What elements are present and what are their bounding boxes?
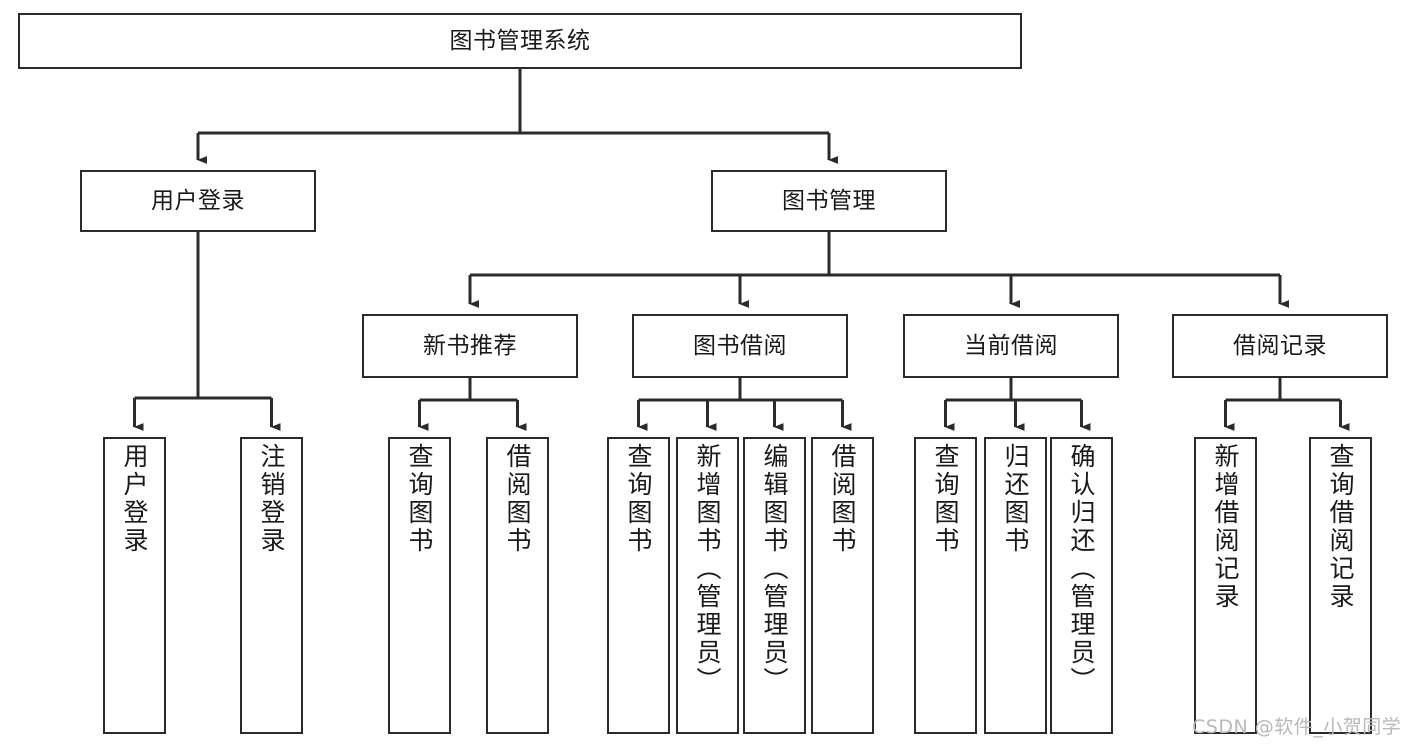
node-label: 新书推荐 xyxy=(423,332,517,359)
node-label: 编辑图书（管理员） xyxy=(760,443,789,695)
node-leaf-add-record[interactable]: 新增借阅记录 xyxy=(1194,437,1257,734)
csdn-watermark: CSDN @软件_小贺同学 xyxy=(1192,716,1402,738)
node-label: 确认归还（管理员） xyxy=(1067,443,1096,695)
node-borrow-record[interactable]: 借阅记录 xyxy=(1172,314,1388,378)
node-label: 当前借阅 xyxy=(964,332,1058,359)
node-leaf-add-book[interactable]: 新增图书（管理员） xyxy=(676,437,739,734)
node-root[interactable]: 图书管理系统 xyxy=(18,13,1022,69)
node-new-book-recommend[interactable]: 新书推荐 xyxy=(362,314,578,378)
node-label: 图书管理 xyxy=(782,187,876,214)
node-label: 归还图书 xyxy=(1001,443,1030,555)
node-label: 注销登录 xyxy=(257,443,286,555)
node-label: 图书管理系统 xyxy=(449,27,591,54)
node-label: 新增借阅记录 xyxy=(1211,443,1240,611)
node-label: 查询借阅记录 xyxy=(1326,443,1355,611)
node-leaf-user-login[interactable]: 用户登录 xyxy=(103,437,166,734)
node-label: 查询图书 xyxy=(931,443,960,555)
node-label: 借阅图书 xyxy=(828,443,857,555)
node-leaf-borrow-book-2[interactable]: 借阅图书 xyxy=(811,437,874,734)
node-book-manage[interactable]: 图书管理 xyxy=(711,170,947,232)
node-leaf-logout[interactable]: 注销登录 xyxy=(240,437,303,734)
node-user-login[interactable]: 用户登录 xyxy=(80,170,316,232)
node-leaf-confirm-return[interactable]: 确认归还（管理员） xyxy=(1050,437,1113,734)
node-leaf-query-book-3[interactable]: 查询图书 xyxy=(914,437,977,734)
node-label: 借阅记录 xyxy=(1233,332,1327,359)
node-label: 查询图书 xyxy=(624,443,653,555)
node-label: 借阅图书 xyxy=(503,443,532,555)
node-label: 图书借阅 xyxy=(693,332,787,359)
node-current-borrow[interactable]: 当前借阅 xyxy=(903,314,1119,378)
node-book-borrow[interactable]: 图书借阅 xyxy=(632,314,848,378)
node-leaf-return-book[interactable]: 归还图书 xyxy=(984,437,1047,734)
node-leaf-edit-book[interactable]: 编辑图书（管理员） xyxy=(743,437,806,734)
node-label: 用户登录 xyxy=(151,187,245,214)
node-label: 查询图书 xyxy=(405,443,434,555)
node-leaf-query-book-2[interactable]: 查询图书 xyxy=(607,437,670,734)
node-leaf-borrow-book-1[interactable]: 借阅图书 xyxy=(486,437,549,734)
node-label: 新增图书（管理员） xyxy=(693,443,722,695)
node-leaf-query-book-1[interactable]: 查询图书 xyxy=(388,437,451,734)
node-leaf-query-record[interactable]: 查询借阅记录 xyxy=(1309,437,1372,734)
node-label: 用户登录 xyxy=(120,443,149,555)
